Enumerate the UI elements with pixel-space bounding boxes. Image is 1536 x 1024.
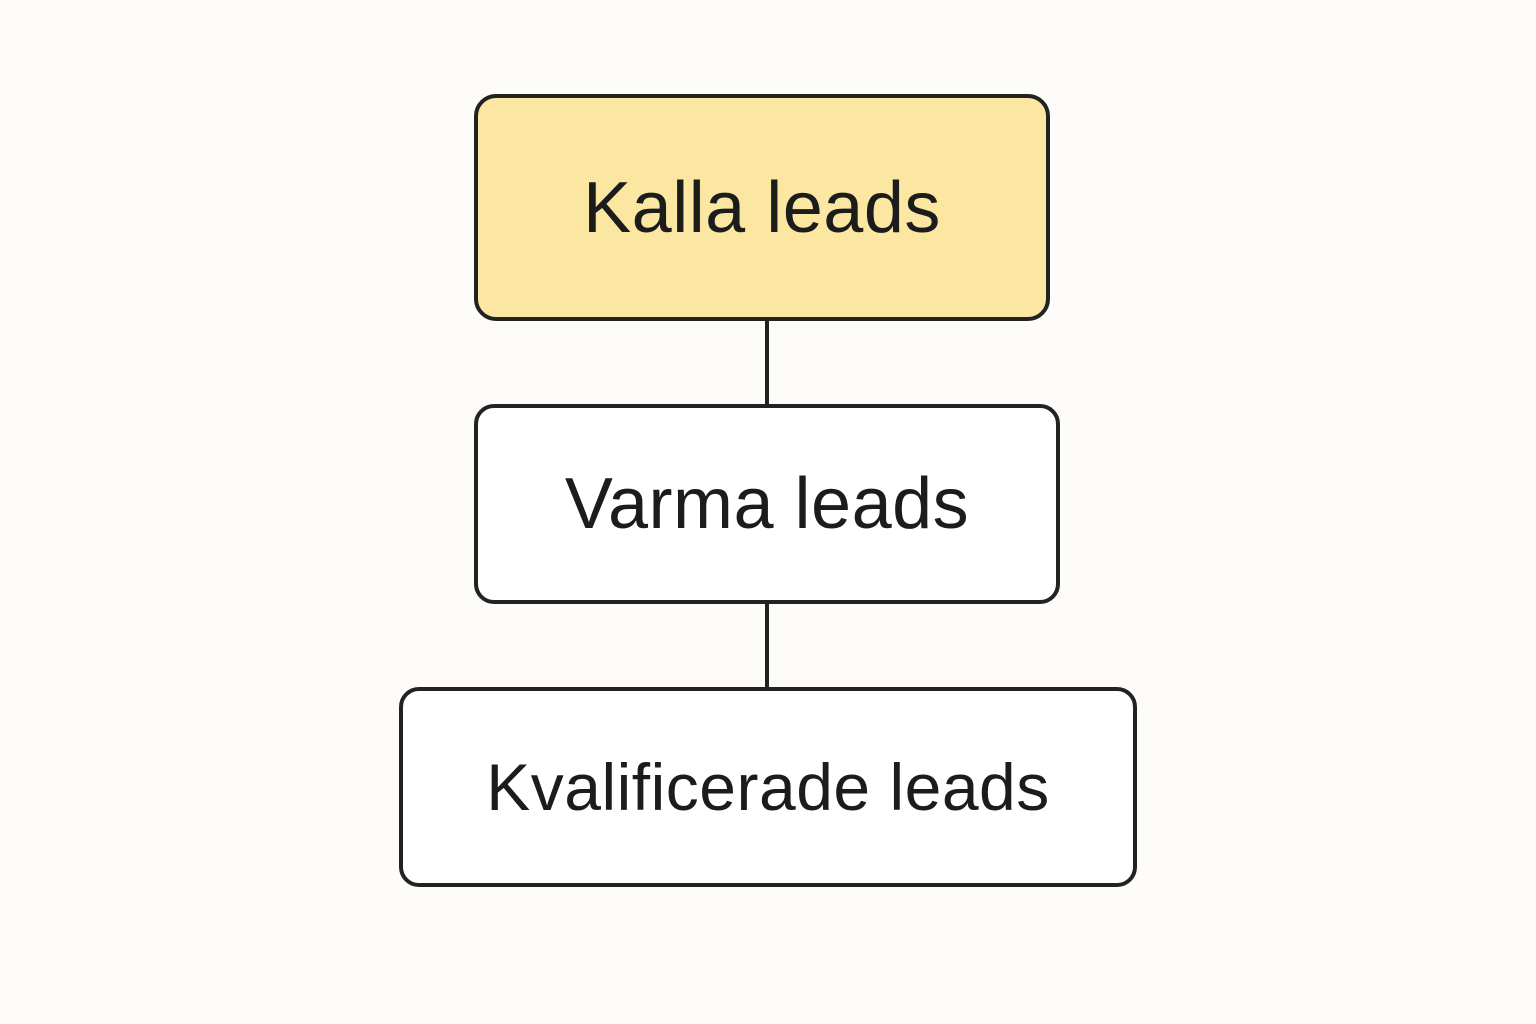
connector-varma-to-kvalificerade [765,604,769,687]
node-label-varma-leads: Varma leads [564,464,970,544]
node-label-kvalificerade-leads: Kvalificerade leads [486,750,1050,824]
node-kvalificerade-leads: Kvalificerade leads [399,687,1137,887]
node-label-kalla-leads: Kalla leads [583,167,941,248]
connector-kalla-to-varma [765,321,769,404]
node-kalla-leads: Kalla leads [474,94,1050,321]
node-varma-leads: Varma leads [474,404,1060,604]
